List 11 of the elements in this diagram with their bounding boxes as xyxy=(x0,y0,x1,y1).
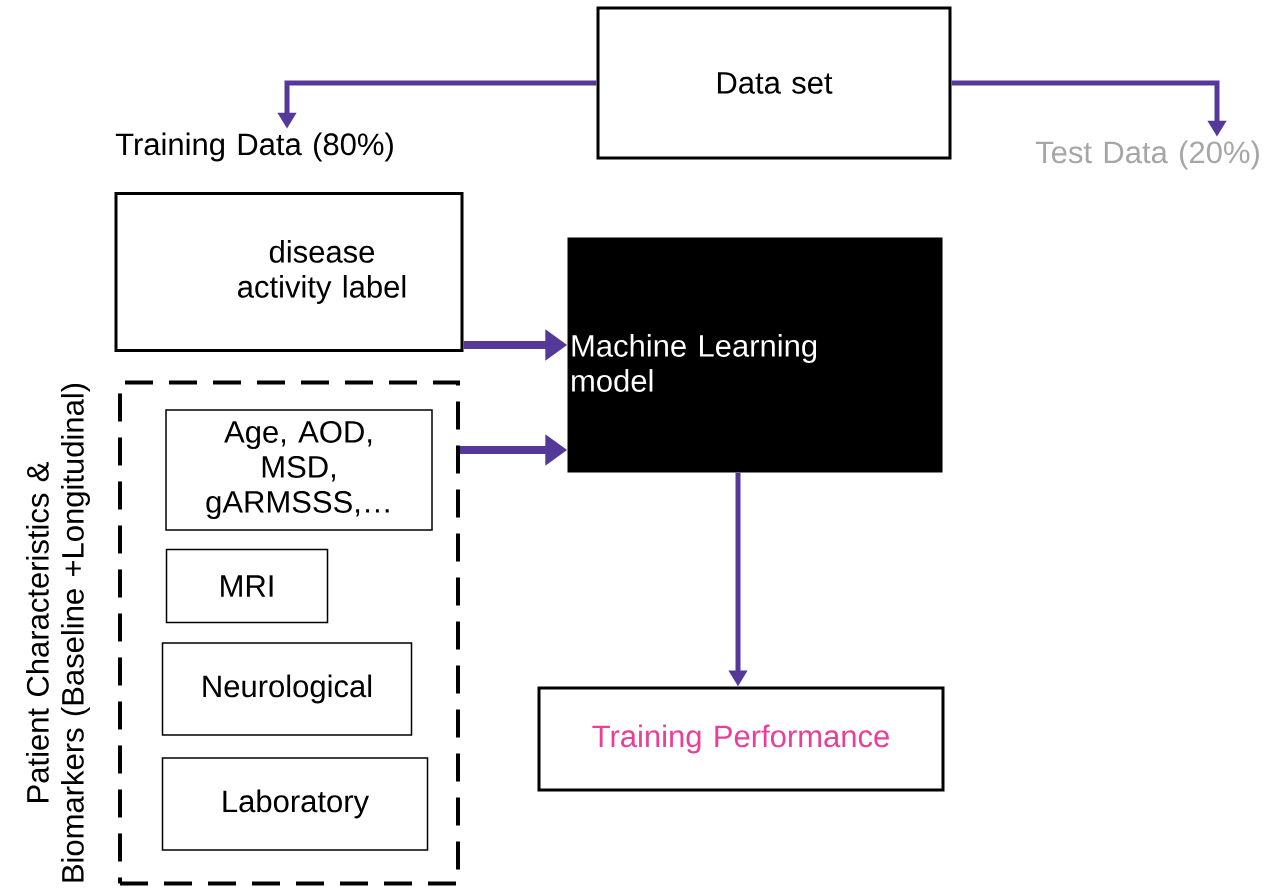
process-box: Neurological xyxy=(161,642,413,736)
process-box: disease activity label xyxy=(114,192,464,352)
process-box: MRI xyxy=(165,548,329,624)
process-box: Data set xyxy=(596,6,952,160)
model-box: Machine Learning model xyxy=(567,237,943,473)
process-box: Laboratory xyxy=(161,757,429,851)
text-label: Training Data (80%) xyxy=(115,132,393,162)
result-box: Training Performance xyxy=(537,686,945,792)
process-box: Age, AOD, MSD, gARMSSS,… xyxy=(165,409,433,531)
text-label: Test Data (20%) xyxy=(1035,140,1259,170)
rotated-heading: Patient Characteristics & Biomarkers (Baseline +Longitudinal) xyxy=(26,383,90,882)
